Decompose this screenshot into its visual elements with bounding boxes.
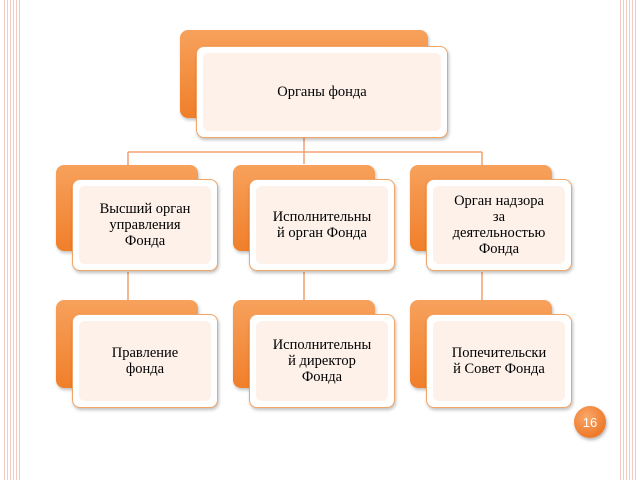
node-trustee-council: Попечительски й Совет Фонда — [410, 300, 572, 410]
node-root: Органы фонда — [180, 30, 448, 140]
node-trustee-council-label: Попечительски й Совет Фонда — [451, 345, 547, 377]
node-supervisory-body: Орган надзора за деятельностью Фонда — [410, 165, 572, 273]
node-supreme-body: Высший орган управления Фонда — [56, 165, 218, 273]
node-supreme-body-label: Высший орган управления Фонда — [99, 201, 191, 249]
left-decorative-border — [4, 0, 20, 480]
node-executive-director-label: Исполнительны й директор Фонда — [272, 337, 372, 385]
node-supervisory-body-label: Орган надзора за деятельностью Фонда — [452, 193, 546, 257]
node-executive-body-label: Исполнительны й орган Фонда — [272, 209, 372, 241]
right-decorative-border — [620, 0, 636, 480]
node-board-label: Правление фонда — [111, 345, 179, 377]
node-board: Правление фонда — [56, 300, 218, 410]
node-root-label: Органы фонда — [277, 84, 367, 100]
node-executive-director: Исполнительны й директор Фонда — [233, 300, 395, 410]
page-number-badge: 16 — [574, 406, 606, 438]
node-executive-body: Исполнительны й орган Фонда — [233, 165, 395, 273]
